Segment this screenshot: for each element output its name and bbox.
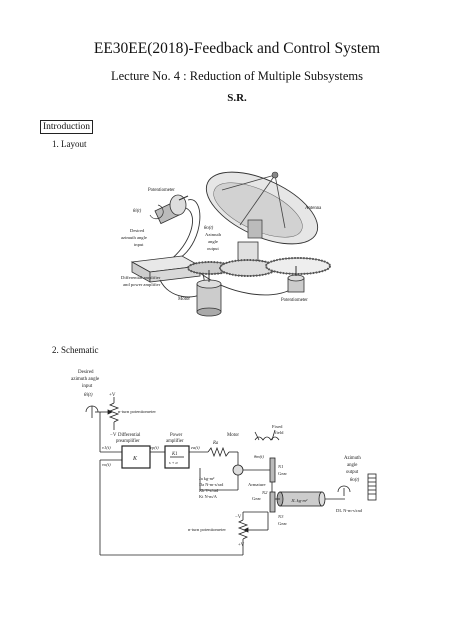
- section-heading: Introduction: [40, 120, 93, 134]
- list-item-number: 1.: [52, 139, 59, 149]
- sch-label-kt: Kt N-m/A: [199, 494, 218, 499]
- page-title: EE30EE(2018)-Feedback and Control System: [93, 40, 381, 57]
- output-potentiometer: [287, 266, 305, 293]
- sch-label-ea: ea(t): [191, 445, 200, 450]
- layout-label-theta-o: θo(t): [204, 226, 214, 231]
- list-item-number: 2.: [52, 345, 59, 355]
- sch-label-v1: v1(t): [102, 445, 111, 450]
- sch-label-n2: N2: [261, 490, 268, 495]
- sch-label-desired-2: azimuth angle: [71, 377, 100, 382]
- layout-label-azimuth-3: output: [207, 246, 219, 251]
- layout-label-diff-amp-2: and power amplifier: [123, 282, 161, 287]
- layout-label-desired-2: azimuth angle: [121, 235, 147, 240]
- sch-label-gear-3: Gear: [278, 521, 287, 526]
- sch-label-desired-3: input: [82, 384, 93, 389]
- sch-label-field-2: field: [275, 430, 284, 435]
- sch-label-nturn-bottom: n-turn potentiometer: [188, 527, 226, 532]
- schematic-labels: Desired azimuth angle input θi(t) +V −V …: [71, 370, 363, 548]
- layout-label-diff-amp-1: Differential amplifier: [121, 275, 161, 280]
- sch-label-diff-2: preamplifier: [116, 439, 140, 444]
- sch-label-ra: Ra: [212, 441, 219, 446]
- layout-label-potentiometer-2: Potentiometer: [281, 298, 308, 303]
- layout-label-azimuth-1: Azimuth: [205, 232, 222, 237]
- layout-label-potentiometer: Potentiometer: [148, 188, 175, 193]
- sch-label-minus-v-bottom: −V: [235, 515, 242, 520]
- layout-label-desired-3: input: [134, 242, 144, 247]
- sch-label-k1-den: s + a: [169, 460, 178, 465]
- sch-label-gear-1: Gear: [278, 471, 287, 476]
- sch-label-jl: JL kg-m²: [291, 498, 308, 503]
- sch-label-vo: vo(t): [102, 462, 111, 467]
- layout-label-desired-1: Desired: [130, 228, 145, 233]
- schematic-figure: [85, 397, 377, 556]
- sch-label-plus-v-bottom: +V: [238, 543, 245, 548]
- input-potentiometer: [149, 194, 189, 225]
- sch-label-n1: N1: [277, 464, 283, 469]
- sch-label-desired-1: Desired: [78, 370, 94, 375]
- sch-label-k: K: [132, 456, 138, 462]
- sch-label-gear-2: Gear: [252, 496, 261, 501]
- sch-label-plus-v-top: +V: [109, 393, 116, 398]
- list-item-layout: 1. Layout: [52, 139, 87, 149]
- gear-train: [187, 257, 331, 277]
- sch-label-theta-m: θm(t): [254, 454, 264, 459]
- sch-label-motor: Motor: [227, 433, 239, 438]
- sch-label-da: Da N-m-s/rad: [199, 482, 224, 487]
- list-item-label: Schematic: [61, 345, 99, 355]
- layout-label-antenna: Antenna: [305, 206, 322, 211]
- sch-label-armature: Armature: [248, 482, 266, 487]
- sch-label-azimuth-2: angle: [347, 463, 357, 468]
- sch-label-theta-o: θo(t): [350, 478, 360, 483]
- layout-label-azimuth-2: angle: [208, 239, 218, 244]
- lecture-subtitle: Lecture No. 4 : Reduction of Multiple Su…: [110, 69, 364, 83]
- sch-label-ja: Ja kg-m²: [199, 476, 215, 481]
- sch-label-power-2: amplifier: [166, 439, 184, 444]
- list-item-schematic: 2. Schematic: [52, 345, 99, 355]
- layout-label-motor: Motor: [178, 297, 190, 302]
- sch-label-theta-i: θi(t): [84, 393, 93, 398]
- sch-label-azimuth-1: Azimuth: [344, 456, 361, 461]
- sch-label-k1-num: K1: [171, 452, 178, 457]
- sch-label-n3: N3: [277, 514, 284, 519]
- antenna-dish: [205, 171, 319, 245]
- sch-label-field-1: Fixed: [272, 424, 283, 429]
- layout-label-theta-i: θi(t): [133, 209, 142, 214]
- sch-label-vp: vp(t): [150, 445, 159, 450]
- sch-label-nturn-top: n-turn potentiometer: [118, 409, 156, 414]
- sch-label-diff-1: Differential: [118, 433, 141, 438]
- list-item-label: Layout: [61, 139, 87, 149]
- sch-label-kb: Kb V-s/rad: [199, 488, 219, 493]
- motor: [196, 270, 222, 317]
- sch-label-dl: DL N-m-s/rad: [336, 508, 363, 513]
- sch-label-azimuth-3: output: [346, 470, 359, 475]
- sch-label-power-1: Power: [170, 433, 183, 438]
- author-initials: S.R.: [227, 92, 247, 104]
- sch-label-minus-v-top: −V: [110, 433, 117, 438]
